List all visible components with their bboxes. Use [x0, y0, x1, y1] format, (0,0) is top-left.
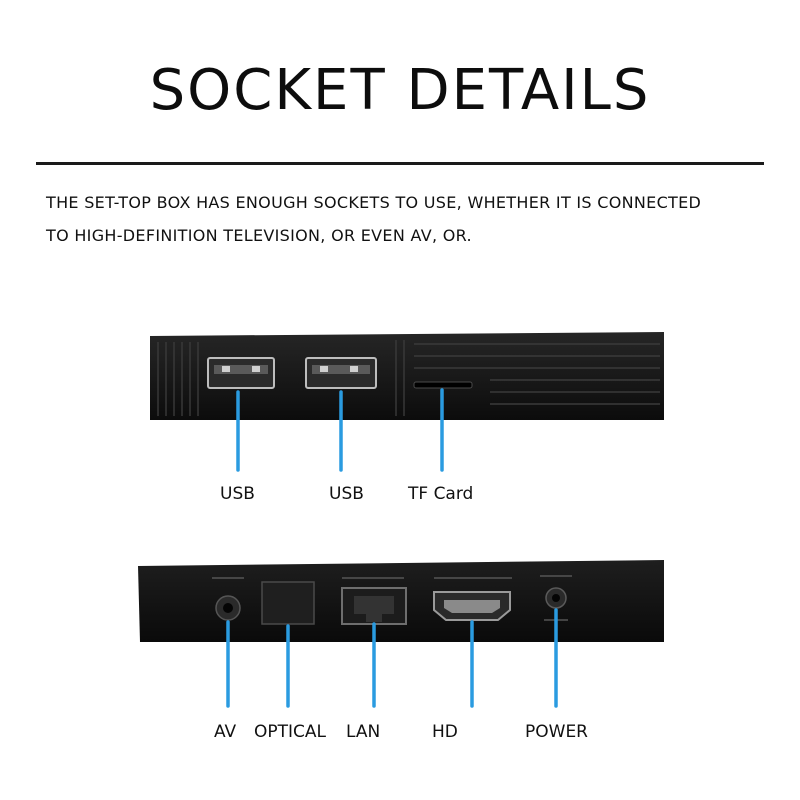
port-label-usb-2: USB	[329, 484, 364, 504]
tf-card-slot-icon	[413, 381, 473, 389]
page-title: SOCKET DETAILS	[149, 58, 651, 123]
back-leader-lines	[226, 608, 558, 708]
port-label-usb-1: USB	[220, 484, 255, 504]
back-panel	[138, 560, 664, 708]
usb-port-icon	[207, 357, 275, 389]
title-divider	[36, 162, 764, 165]
left-vent-grooves	[157, 340, 405, 416]
lan-port-icon	[341, 587, 407, 625]
side-panel-body	[150, 332, 664, 420]
side-panel	[150, 332, 664, 472]
right-vent-grooves	[414, 343, 660, 405]
port-label-tf-card: TF Card	[408, 484, 474, 504]
port-markers	[212, 575, 572, 621]
power-jack-icon	[545, 587, 567, 609]
description: THE SET-TOP BOX HAS ENOUGH SOCKETS TO US…	[46, 186, 766, 252]
port-label-hd: HD	[432, 722, 458, 742]
usb-port-icon	[305, 357, 377, 389]
hdmi-port-icon	[433, 591, 511, 621]
optical-port-icon	[261, 581, 315, 625]
port-label-power: POWER	[525, 722, 588, 742]
port-label-av: AV	[214, 722, 237, 742]
description-line-1: THE SET-TOP BOX HAS ENOUGH SOCKETS TO US…	[46, 193, 702, 212]
av-jack-icon	[215, 595, 241, 621]
side-leader-lines	[236, 388, 444, 472]
port-label-optical: OPTICAL	[254, 722, 327, 742]
port-label-lan: LAN	[346, 722, 381, 742]
description-line-2: TO HIGH-DEFINITION TELEVISION, OR EVEN A…	[46, 226, 472, 245]
